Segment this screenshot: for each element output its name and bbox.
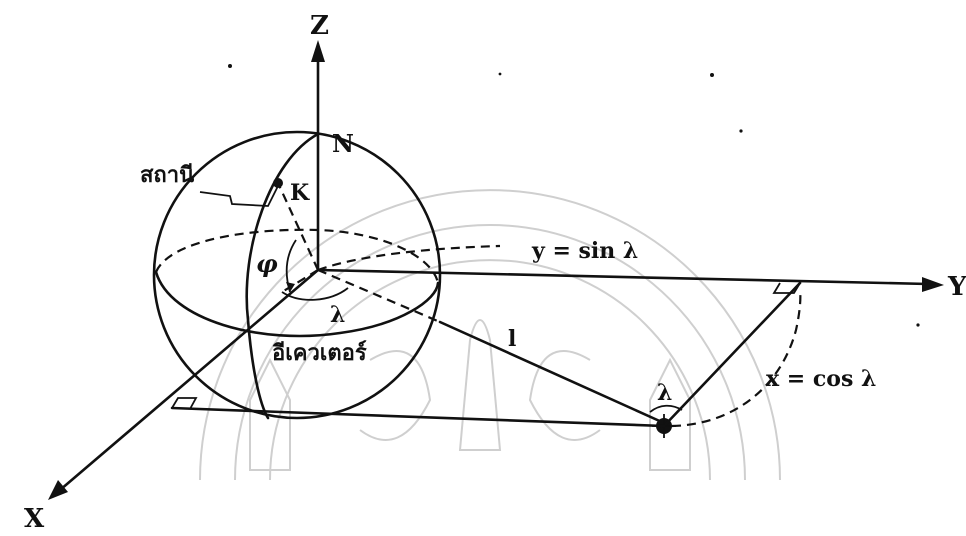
radius-to-station — [277, 182, 319, 271]
projection-to-y-axis — [662, 281, 802, 428]
scan-specks — [228, 64, 920, 327]
right-angle-x — [171, 397, 198, 410]
longitude-arc — [281, 287, 349, 301]
equator-front — [154, 270, 440, 338]
projection-lambda-arc — [649, 404, 683, 413]
station-label: สถานี — [140, 162, 194, 188]
right-angle-y — [772, 282, 801, 294]
latitude-label: φ — [256, 249, 278, 278]
unit-length-label: l — [508, 326, 516, 352]
equator-label: อีเควเตอร์ — [272, 340, 367, 366]
unit-length-line — [438, 320, 666, 425]
x-cos-arc — [671, 289, 802, 428]
y-axis — [316, 268, 944, 292]
university-emblem-watermark-icon — [199, 189, 781, 481]
x-axis-label: X — [24, 504, 45, 532]
z-axis — [311, 40, 325, 272]
x-axis — [48, 268, 320, 500]
north-label: N — [332, 129, 354, 158]
projection-angle-label: λ — [657, 380, 672, 406]
y-axis-label: Y — [947, 272, 966, 302]
y-component-label: y = sin λ — [531, 238, 638, 264]
radius-to-equator — [281, 269, 319, 293]
station-leader — [199, 185, 279, 207]
sphere — [152, 130, 442, 420]
station-point-label: K — [290, 180, 310, 206]
z-axis-label: Z — [310, 11, 329, 41]
meridian — [245, 132, 320, 420]
longitude-label: λ — [330, 302, 345, 328]
projection-to-x-axis — [170, 406, 666, 428]
x-component-label: x = cos λ — [766, 366, 876, 392]
projection-dashed — [317, 268, 441, 324]
station-point — [273, 178, 283, 188]
equator-back — [154, 228, 440, 284]
y-sin-line — [317, 244, 501, 272]
